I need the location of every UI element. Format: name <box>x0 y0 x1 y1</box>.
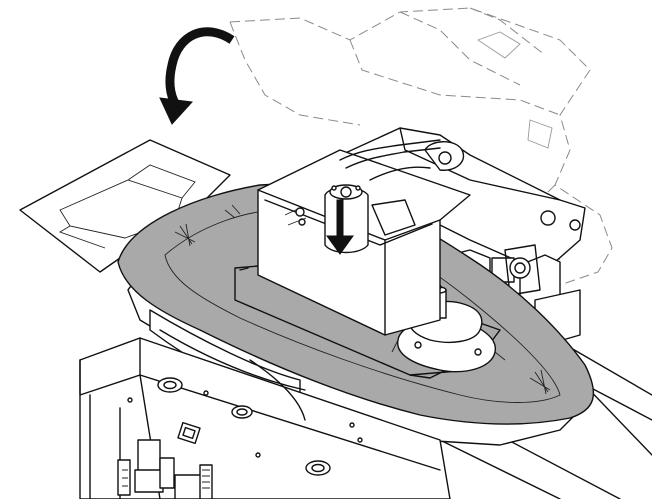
clamp-housing-box <box>257 139 471 336</box>
down-arrow-icon <box>326 199 354 255</box>
machine-base <box>79 337 451 499</box>
rotate-arrow-icon <box>159 27 235 125</box>
press-support-arc <box>159 329 306 421</box>
